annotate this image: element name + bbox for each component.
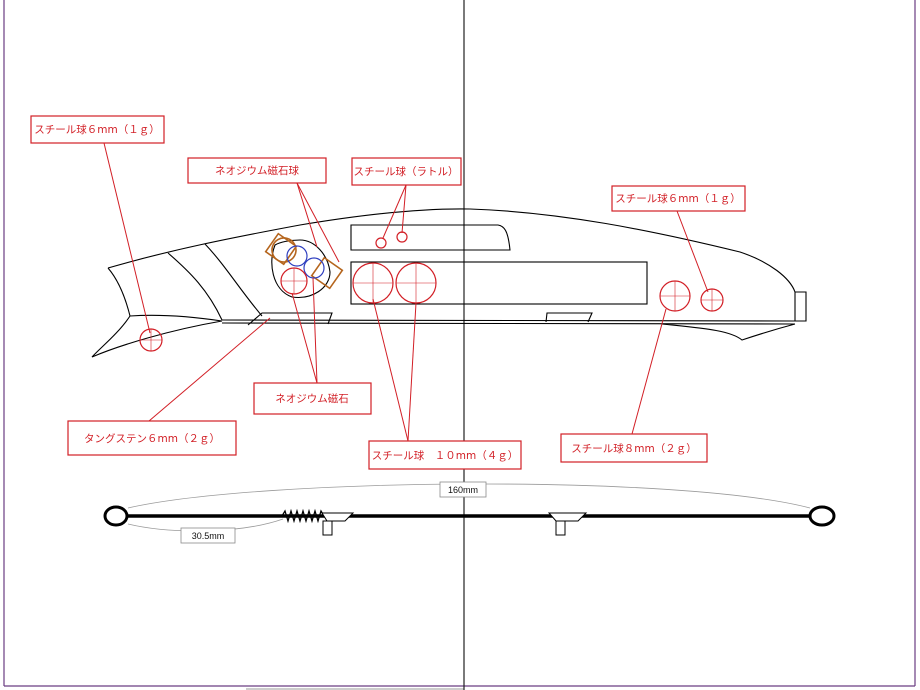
label-steel-8mm: スチール球８mm（２ｇ） [560, 433, 708, 463]
svg-text:スチール球（ラトル）: スチール球（ラトル） [354, 165, 459, 178]
label-steel-10mm: スチール球 １０mm（４ｇ） [368, 440, 522, 470]
label-steel-6mm-left: スチール球６mm（１ｇ） [30, 115, 165, 144]
steel-ball-10mm-2 [395, 262, 437, 304]
magnet-assembly [264, 232, 344, 295]
svg-text:ネオジウム磁石球: ネオジウム磁石球 [215, 164, 299, 177]
label-steel-rattle: スチール球（ラトル） [351, 157, 462, 186]
rattle-balls [375, 231, 408, 249]
label-neodymium-magnet: ネオジウム磁石 [253, 382, 372, 415]
neodymium-ball-upper [286, 245, 308, 267]
svg-text:タングステン６mm（２ｇ）: タングステン６mm（２ｇ） [84, 432, 220, 445]
neodymium-ball-lower [303, 257, 325, 279]
steel-ball-tail [139, 328, 163, 352]
svg-text:30.5mm: 30.5mm [192, 531, 225, 541]
svg-text:スチール球６mm（１ｇ）: スチール球６mm（１ｇ） [34, 123, 159, 136]
svg-text:スチール球６mm（１ｇ）: スチール球６mm（１ｇ） [615, 192, 740, 205]
label-steel-6mm-right: スチール球６mm（１ｇ） [611, 185, 746, 212]
svg-text:スチール球 １０mm（４ｇ）: スチール球 １０mm（４ｇ） [372, 449, 518, 462]
svg-text:160mm: 160mm [448, 485, 478, 495]
page-frame [3, 0, 916, 690]
dimension-front: 30.5mm [127, 518, 284, 544]
leader-lines [103, 142, 709, 442]
wire-frame [103, 505, 836, 536]
label-tungsten-6mm: タングステン６mm（２ｇ） [67, 420, 237, 456]
svg-text:ネオジウム磁石: ネオジウム磁石 [275, 392, 349, 405]
steel-ball-10mm-1 [352, 262, 394, 304]
lure-body [91, 208, 807, 358]
steel-ball-8mm [659, 280, 691, 312]
dimension-total: 160mm [127, 481, 811, 509]
label-neodymium-ball: ネオジウム磁石球 [187, 157, 327, 184]
steel-ball-6mm-front [700, 288, 724, 312]
svg-text:スチール球８mm（２ｇ）: スチール球８mm（２ｇ） [571, 442, 696, 455]
